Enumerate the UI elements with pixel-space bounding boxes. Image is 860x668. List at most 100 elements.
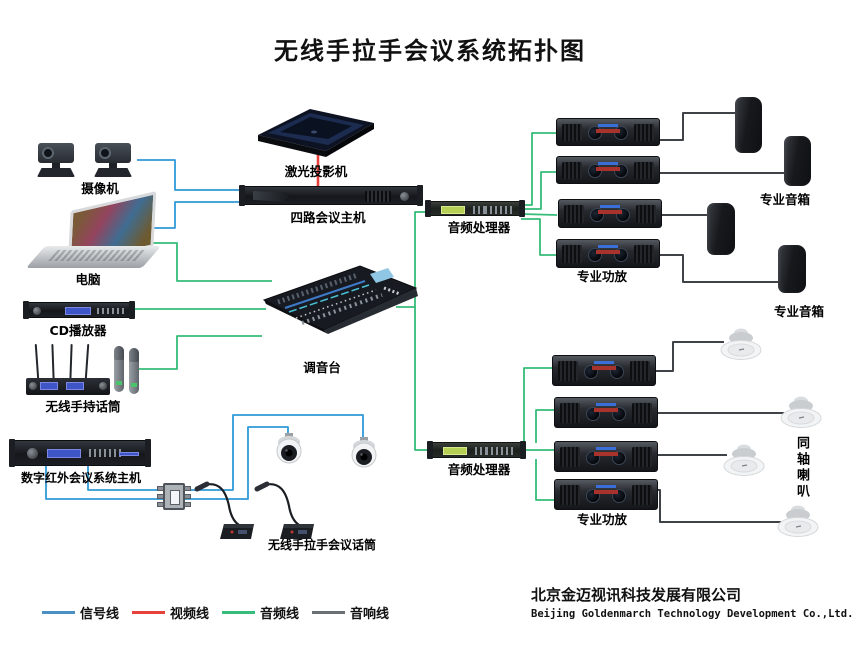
ceiling-speaker-icon	[720, 328, 762, 360]
legend-item-video: 视频线	[132, 603, 209, 622]
label-pro-speaker-bottom: 专业音箱	[773, 304, 824, 319]
wireless-handheld-mic-set	[26, 343, 142, 396]
wire-amp5-to-ceiling1	[652, 341, 724, 372]
wire-mixer-to-processor-top	[396, 211, 431, 308]
legend-label-video: 视频线	[170, 607, 210, 622]
amplifier-top-2	[556, 156, 660, 184]
wire-amp4-to-speaker4	[659, 254, 781, 283]
gooseneck-mic-icon	[254, 481, 314, 539]
ceiling-speaker-1	[720, 326, 762, 360]
mic-receiver	[26, 378, 110, 395]
label-camera: 摄像机	[81, 181, 119, 196]
dome-camera-2	[349, 437, 379, 469]
ceiling-speaker-icon	[777, 505, 819, 537]
processor-display	[441, 206, 465, 214]
label-pro-speaker-top: 专业音箱	[759, 192, 810, 207]
label-computer: 电脑	[75, 272, 101, 287]
laptop-keyboard	[26, 246, 162, 268]
amplifier-top-3	[558, 199, 662, 228]
dome-camera-icon	[351, 437, 377, 468]
audio-processor-bottom	[427, 441, 526, 459]
ptz-camera-2	[92, 143, 134, 177]
antenna-icon	[34, 343, 40, 381]
wire-mixer-to-processor-bottom	[414, 307, 431, 451]
label-conference-mic: 无线手拉手会议话筒	[267, 538, 376, 552]
amplifier-bottom-3	[554, 441, 658, 472]
video-line-swatch	[132, 611, 166, 614]
antenna-icon	[84, 343, 90, 381]
ceiling-speaker-icon	[723, 444, 765, 476]
wire-proc-top-to-amp-1	[521, 132, 557, 206]
handheld-mic-icon	[114, 346, 124, 392]
ceiling-speaker-4	[777, 503, 819, 537]
page-title: 无线手拉手会议系统拓扑图	[274, 37, 586, 65]
legend: 信号线 视频线 音频线 音响线	[42, 603, 389, 622]
antenna-icon	[69, 343, 73, 381]
label-ir-host: 数字红外会议系统主机	[20, 471, 141, 485]
handheld-mic-icon	[129, 348, 139, 394]
label-cd-player: CD播放器	[49, 323, 107, 338]
amplifier-bottom-2	[554, 397, 658, 428]
legend-item-audio: 音频线	[222, 603, 299, 622]
wire-proc-top-to-amp-2	[521, 171, 557, 210]
label-projector: 激光投影机	[284, 164, 348, 179]
legend-label-audio: 音频线	[260, 607, 300, 622]
camera-lens-icon	[95, 143, 131, 163]
ceiling-speaker-icon	[780, 396, 822, 428]
label-coaxial-speaker: 同轴喇叭	[794, 436, 809, 500]
speaker-line-swatch	[312, 611, 346, 614]
laser-projector	[252, 105, 380, 157]
wire-proc-bottom-to-amp-4	[535, 459, 556, 501]
junction-box	[157, 483, 191, 510]
vent-grille	[365, 191, 391, 202]
legend-item-signal: 信号线	[42, 603, 119, 622]
digital-ir-conference-host	[9, 439, 151, 467]
wire-amp8-to-ceiling4	[652, 489, 781, 523]
label-four-channel-host: 四路会议主机	[290, 210, 366, 225]
audio-line-swatch	[222, 611, 256, 614]
ir-host-display	[47, 449, 81, 458]
wire-computer-to-mixer	[138, 242, 272, 282]
ptz-camera-1	[35, 143, 77, 177]
pro-speaker-1	[735, 97, 762, 153]
label-audio-processor-top: 音频处理器	[447, 220, 511, 235]
computer	[26, 191, 164, 270]
wire-ir-host-to-junction-2	[87, 464, 166, 491]
cd-buttons	[97, 308, 125, 314]
gooseneck-mic-icon	[194, 481, 254, 539]
wire-ir-host-to-junction-1	[45, 464, 166, 500]
ir-host-buttons	[89, 449, 121, 457]
wire-proc-top-to-amp-4	[521, 218, 557, 256]
dome-camera-1	[274, 433, 304, 465]
wire-proc-bottom-to-amp-2	[535, 409, 556, 443]
legend-item-speaker: 音响线	[312, 603, 389, 622]
label-audio-processor-bottom: 音频处理器	[447, 462, 511, 477]
cd-player	[23, 301, 135, 319]
ceiling-speaker-3	[723, 442, 765, 476]
four-channel-conference-host	[239, 185, 423, 206]
amplifier-top-1	[556, 118, 660, 146]
conference-mic-2	[254, 478, 318, 540]
pro-speaker-2	[784, 136, 811, 186]
wire-handheld-mic-to-mixer	[137, 335, 262, 370]
camera-lens-icon	[38, 143, 74, 163]
label-amplifier-top: 专业功放	[576, 269, 627, 284]
label-mixer: 调音台	[303, 360, 341, 375]
legend-label-signal: 信号线	[80, 607, 120, 622]
label-amplifier-bottom: 专业功放	[576, 512, 627, 527]
projector-icon	[258, 109, 374, 157]
wire-amp1-to-speaker1	[659, 112, 737, 141]
wire-junction-to-dome-2	[185, 414, 364, 491]
conference-mic-1	[194, 478, 258, 540]
signal-line-swatch	[42, 611, 75, 614]
cd-display	[65, 307, 91, 315]
label-handheld-mic: 无线手持话筒	[45, 399, 121, 414]
company-name-cn: 北京金迈视讯科技发展有限公司	[531, 586, 742, 604]
wire-computer-to-conference-host	[148, 201, 246, 229]
mixer	[258, 256, 422, 334]
amplifier-bottom-4	[554, 479, 658, 510]
company-name-en: Beijing Goldenmarch Technology Developme…	[531, 608, 854, 620]
amplifier-top-4	[556, 239, 660, 268]
